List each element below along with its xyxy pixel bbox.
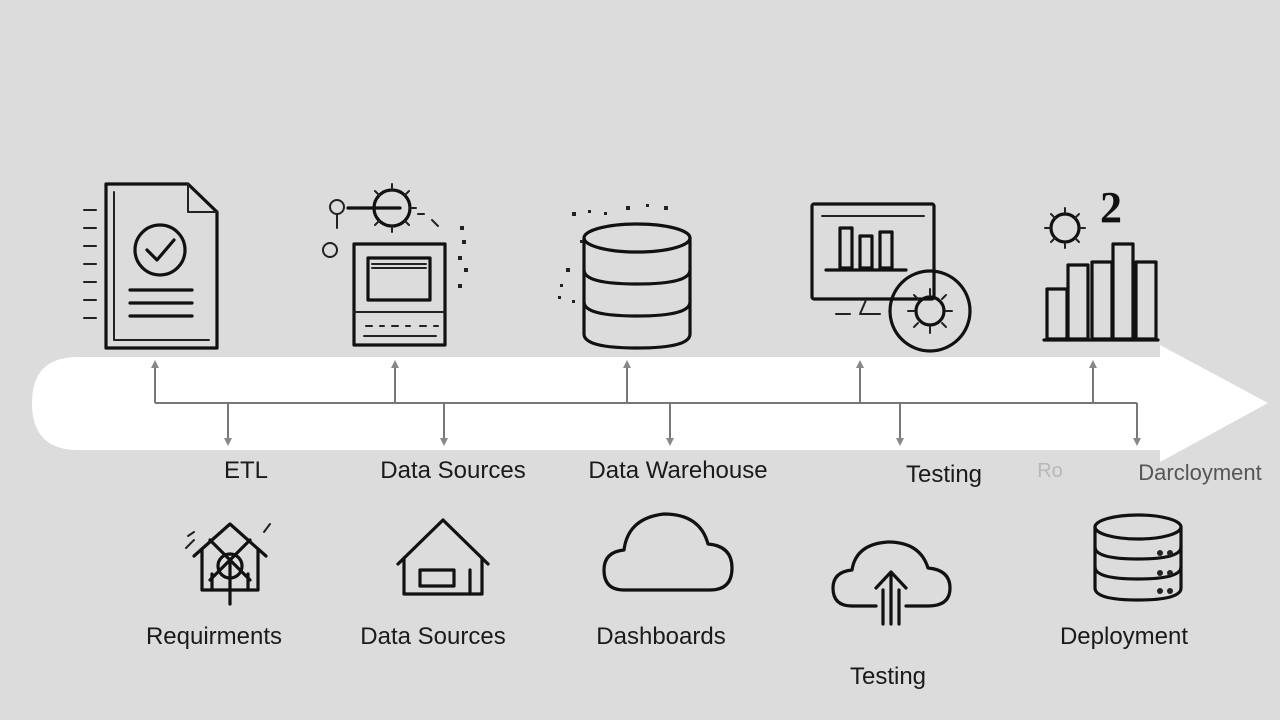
badge-number: 2	[1100, 183, 1122, 232]
timeline-label-testing: Testing	[905, 461, 983, 488]
house-icon	[396, 518, 490, 596]
document-check-icon	[83, 182, 219, 350]
label-dashboards: Dashboards	[596, 623, 726, 650]
database-bottom-icon	[1093, 513, 1183, 602]
label-requirements: Requirments	[145, 623, 283, 650]
timeline-label-data-sources: Data Sources	[380, 457, 526, 484]
timeline-label-data-warehouse: Data Warehouse	[588, 457, 768, 484]
label-data-sources: Data Sources	[360, 623, 506, 650]
timeline-label-deployment: Darcloyment	[1138, 460, 1262, 485]
timeline-label-faded-fragment: Ro	[1037, 460, 1063, 482]
timeline-label-etl: ETL	[223, 457, 269, 484]
label-deployment: Deployment	[1059, 623, 1189, 650]
house-tools-icon	[185, 522, 271, 606]
timeline-connectors	[151, 360, 1141, 446]
bar-chart-gear-icon: 2	[1042, 183, 1160, 342]
gear-screen-icon	[322, 183, 468, 347]
cloud-icon	[602, 512, 734, 592]
label-testing: Testing	[849, 663, 927, 690]
monitor-chart-gear-icon	[810, 202, 972, 353]
cloud-upload-icon	[831, 540, 952, 626]
database-top-icon	[558, 204, 692, 350]
